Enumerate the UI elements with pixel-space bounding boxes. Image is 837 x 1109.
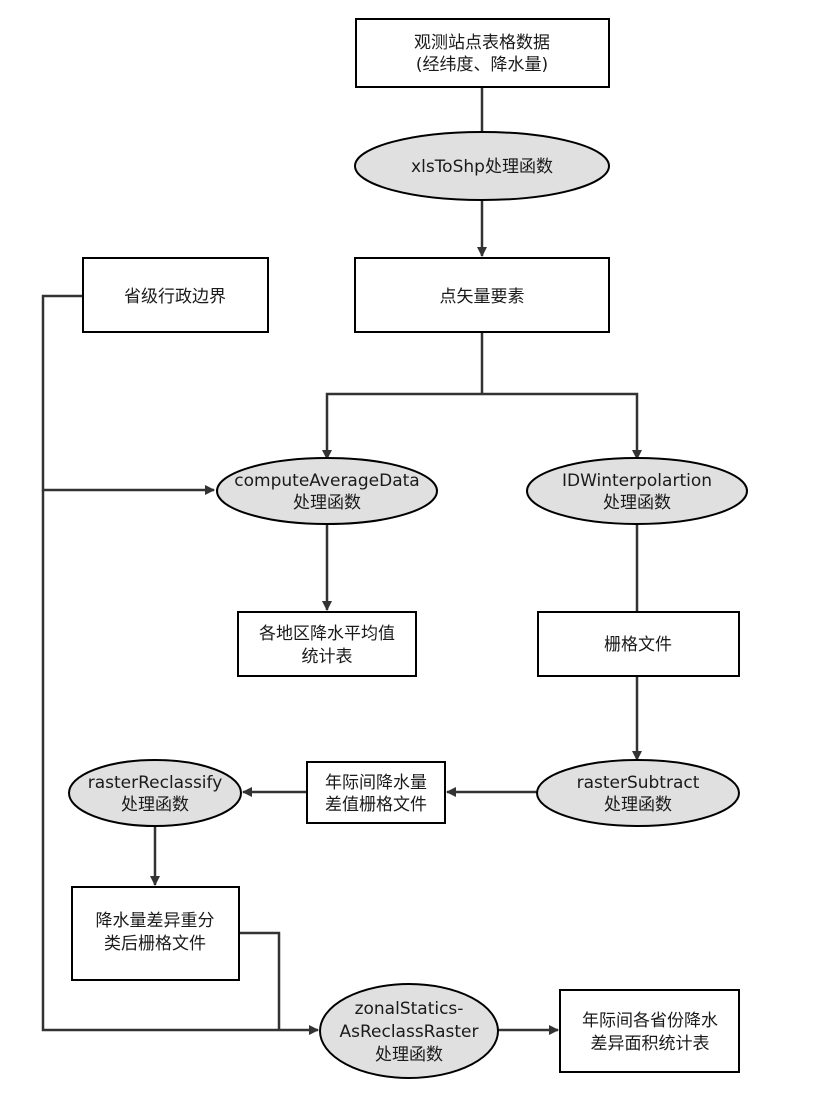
node-region-avg-table-shape (237, 611, 417, 677)
node-raster-reclassify-line1: rasterReclassify (88, 773, 223, 793)
node-diff-raster: 年际间降水量 差值栅格文件 (306, 761, 446, 824)
node-xlstoshp-shape (354, 131, 610, 201)
node-raster-reclassify-line2: 处理函数 (121, 795, 189, 815)
node-province-boundary-shape (82, 257, 269, 333)
node-raster-subtract: rasterSubtract 处理函数 (536, 759, 740, 827)
node-station-table-shape (355, 18, 610, 88)
node-area-table-line2: 差异面积统计表 (591, 1034, 710, 1054)
node-point-vector-line1: 点矢量要素 (440, 287, 525, 307)
node-zonal-statics: zonalStatics- AsReclassRaster 处理函数 (319, 983, 499, 1079)
node-raster-reclassify: rasterReclassify 处理函数 (68, 759, 242, 827)
node-point-vector: 点矢量要素 (354, 257, 610, 333)
node-area-table-shape (559, 989, 740, 1073)
node-idw-interpolation-shape (526, 457, 748, 525)
node-station-table-line2: (经纬度、降水量) (416, 55, 548, 75)
node-xlstoshp-line1: xlsToShp处理函数 (411, 157, 553, 177)
edge-split-to-compute-average (322, 392, 482, 460)
node-region-avg-table: 各地区降水平均值 统计表 (237, 611, 417, 677)
node-area-table-line1: 年际间各省份降水 (582, 1011, 718, 1031)
node-point-vector-shape (354, 257, 610, 333)
node-zonal-statics-line2: AsReclassRaster (339, 1022, 478, 1042)
node-compute-average: computeAverageData 处理函数 (216, 457, 438, 525)
edge-boundary-to-compute-average (41, 294, 215, 495)
edge-split-to-idw (482, 392, 642, 460)
node-zonal-statics-line1: zonalStatics- (355, 999, 464, 1019)
node-idw-interpolation: IDWinterpolartion 处理函数 (526, 457, 748, 525)
node-idw-interpolation-line2: 处理函数 (603, 493, 671, 513)
node-station-table: 观测站点表格数据 (经纬度、降水量) (355, 18, 610, 88)
node-region-avg-table-line1: 各地区降水平均值 (259, 624, 395, 644)
node-raster-subtract-shape (536, 759, 740, 827)
node-raster-file-line1: 栅格文件 (604, 635, 672, 655)
edge-boundary-to-zonal-statics (41, 490, 319, 1035)
node-diff-raster-line2: 差值栅格文件 (325, 795, 427, 815)
node-diff-raster-line1: 年际间降水量 (325, 773, 427, 793)
node-compute-average-shape (216, 457, 438, 525)
node-reclassified-raster-line2: 类后栅格文件 (104, 934, 206, 954)
node-xlstoshp: xlsToShp处理函数 (354, 131, 610, 201)
node-raster-file-shape (537, 611, 740, 677)
node-compute-average-line2: 处理函数 (293, 493, 361, 513)
edges (41, 87, 642, 1035)
node-compute-average-line1: computeAverageData (234, 471, 419, 491)
node-province-boundary-line1: 省级行政边界 (124, 287, 226, 307)
node-area-table: 年际间各省份降水 差异面积统计表 (559, 989, 740, 1073)
node-station-table-line1: 观测站点表格数据 (414, 33, 550, 53)
node-province-boundary: 省级行政边界 (82, 257, 269, 333)
node-diff-raster-shape (306, 761, 446, 824)
node-raster-subtract-line1: rasterSubtract (577, 773, 700, 793)
node-reclassified-raster-line1: 降水量差异重分 (96, 911, 215, 931)
node-reclassified-raster: 降水量差异重分 类后栅格文件 (71, 886, 240, 981)
node-raster-subtract-line2: 处理函数 (604, 795, 672, 815)
node-region-avg-table-line2: 统计表 (302, 647, 353, 667)
node-reclassified-raster-shape (71, 886, 240, 981)
node-zonal-statics-line3: 处理函数 (375, 1045, 443, 1065)
node-idw-interpolation-line1: IDWinterpolartion (562, 471, 712, 491)
node-raster-reclassify-shape (68, 759, 242, 827)
node-zonal-statics-shape (319, 983, 499, 1079)
node-raster-file: 栅格文件 (537, 611, 740, 677)
edge-reclassified-to-zonal (239, 931, 281, 1030)
